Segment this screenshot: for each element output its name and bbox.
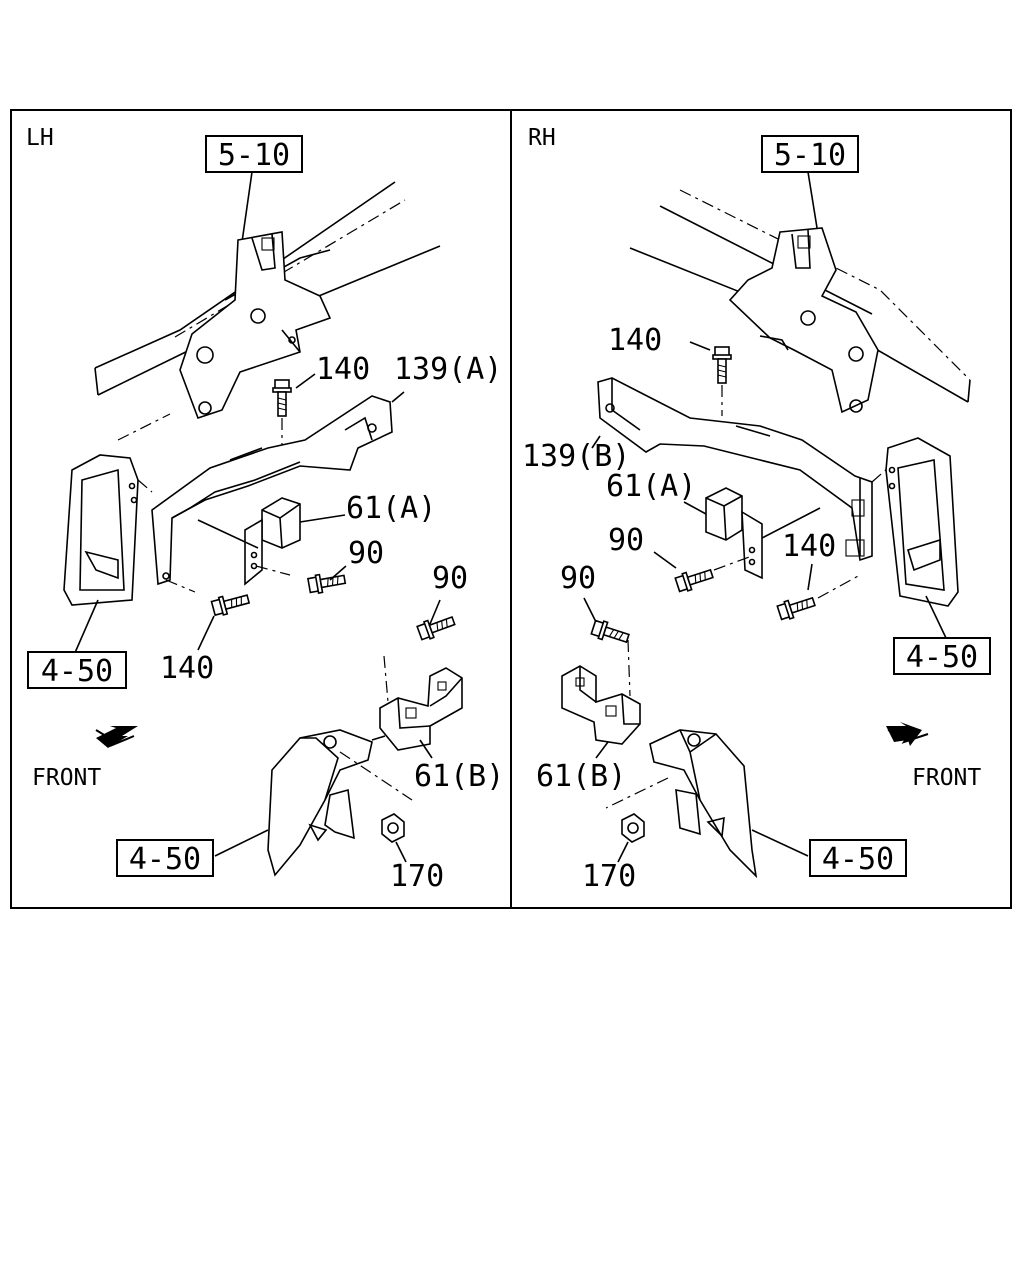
lh-ref-box-left[interactable] — [27, 651, 127, 689]
rh-splash-guard-lower — [649, 729, 758, 879]
lh-ref-bottom[interactable]: 4-50 — [129, 842, 201, 877]
lh-label-61b[interactable]: 61(B) — [414, 759, 504, 794]
rh-splash-guard-right — [885, 437, 959, 607]
lh-label-61a[interactable]: 61(A) — [346, 491, 436, 526]
rh-ref-box-right[interactable] — [893, 637, 991, 675]
lh-label-170[interactable]: 170 — [390, 859, 444, 894]
lh-splash-guard-lower — [267, 729, 386, 877]
rh-label-61a[interactable]: 61(A) — [606, 469, 696, 504]
lh-bolt-140-bottom[interactable] — [210, 589, 252, 618]
rh-ref-box-top[interactable] — [761, 135, 859, 173]
lh-label-90-lower[interactable]: 90 — [432, 561, 468, 596]
rh-label-139b[interactable]: 139(B) — [522, 439, 630, 474]
lh-label-139a[interactable]: 139(A) — [394, 352, 502, 387]
lh-bolt-90-mid[interactable] — [306, 569, 347, 596]
lh-ref-left[interactable]: 4-50 — [41, 654, 113, 689]
rh-bolt-140-top[interactable] — [712, 346, 732, 384]
lh-ref-box-bottom[interactable] — [116, 839, 214, 877]
rh-label-170[interactable]: 170 — [582, 859, 636, 894]
rh-bolt-90-mid[interactable] — [673, 564, 716, 595]
rh-ref-top[interactable]: 5-10 — [774, 138, 846, 173]
lh-label-140-bottom[interactable]: 140 — [160, 651, 214, 686]
rh-label-140-right[interactable]: 140 — [782, 529, 836, 564]
lh-nut-170[interactable] — [381, 813, 405, 843]
lh-bolt-90-lower[interactable] — [415, 611, 458, 643]
lh-label-140-top[interactable]: 140 — [316, 352, 370, 387]
panel-divider — [510, 109, 512, 909]
rh-label-90-lower[interactable]: 90 — [560, 561, 596, 596]
lh-bolt-140-top[interactable] — [272, 379, 292, 417]
rh-front-label: FRONT — [912, 765, 981, 791]
lh-ref-box-top[interactable] — [205, 135, 303, 173]
lh-cab-mount — [179, 231, 332, 420]
rh-mount-61b[interactable] — [561, 665, 641, 745]
lh-panel: LH 5-10 140 — [26, 125, 504, 894]
rh-mount-61a[interactable] — [705, 487, 763, 580]
rh-bolt-90-lower[interactable] — [589, 617, 632, 648]
rh-label-140-top[interactable]: 140 — [608, 323, 662, 358]
lh-splash-guard-left — [63, 454, 153, 606]
lh-mount-61b[interactable] — [379, 667, 463, 751]
rh-label-90-mid[interactable]: 90 — [608, 523, 644, 558]
rh-bolt-140-right[interactable] — [775, 592, 818, 623]
lh-bracket-139a[interactable] — [151, 395, 393, 586]
rh-ref-right[interactable]: 4-50 — [906, 640, 978, 675]
rh-side-label: RH — [528, 125, 556, 151]
rh-ref-box-bottom[interactable] — [809, 839, 907, 877]
lh-front-label: FRONT — [32, 765, 101, 791]
rh-label-61b[interactable]: 61(B) — [536, 759, 626, 794]
rh-ref-bottom[interactable]: 4-50 — [822, 842, 894, 877]
lh-front-arrow-icon — [96, 726, 138, 748]
lh-label-90-mid[interactable]: 90 — [348, 536, 384, 571]
lh-ref-top[interactable]: 5-10 — [218, 138, 290, 173]
rh-nut-170[interactable] — [621, 813, 645, 843]
rh-cab-mount — [728, 227, 879, 414]
rh-bracket-139b[interactable] — [597, 377, 873, 562]
lh-mount-61a[interactable] — [244, 497, 301, 586]
rh-panel: RH 5-10 140 — [522, 125, 991, 894]
lh-side-label: LH — [26, 125, 54, 151]
